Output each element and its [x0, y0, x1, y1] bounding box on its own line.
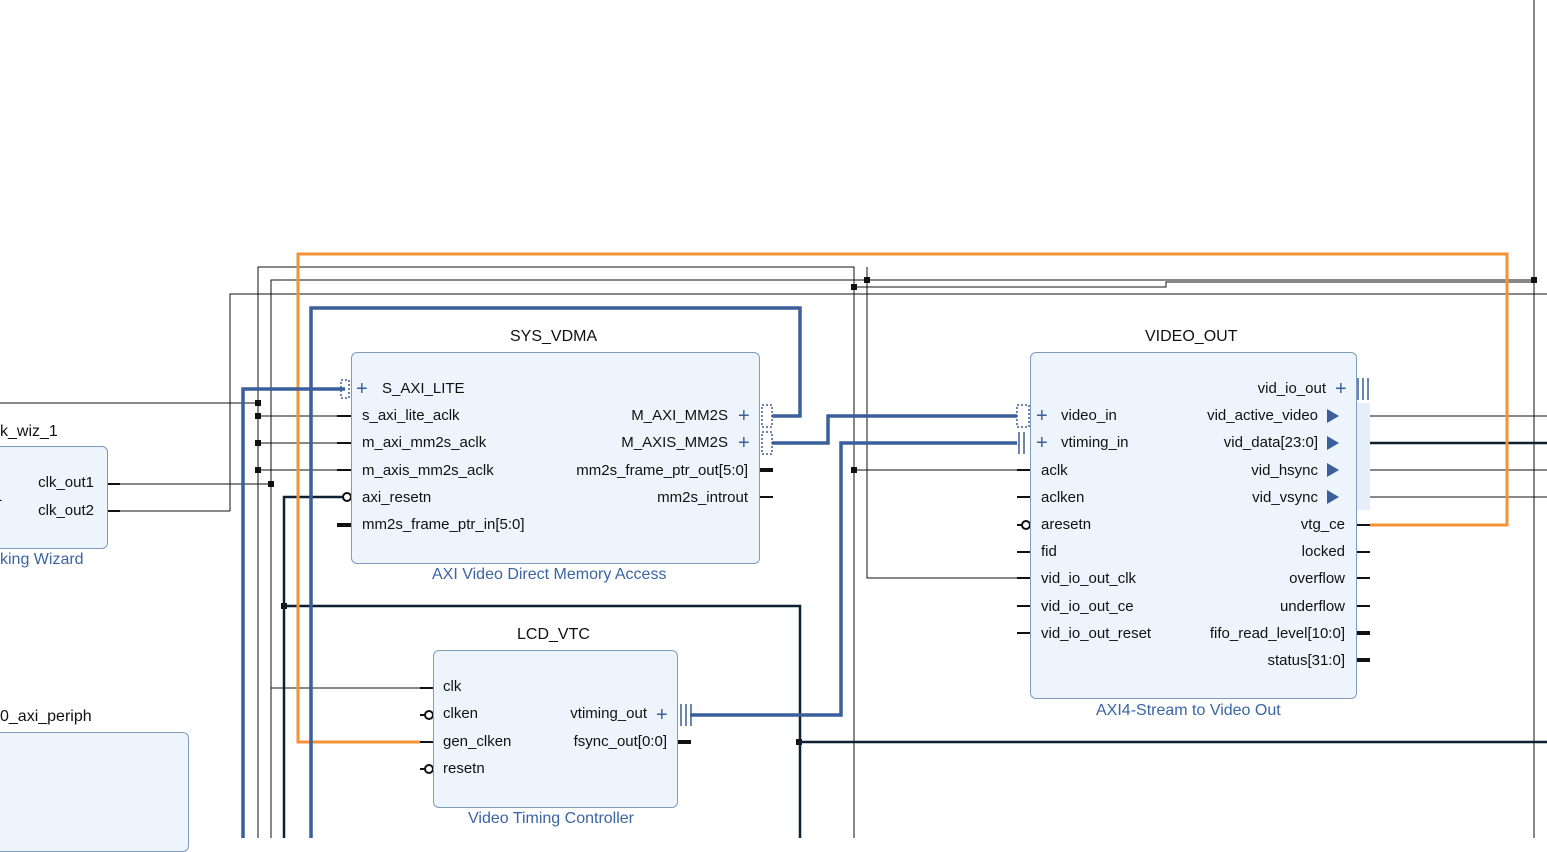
output-arrow-icon — [1327, 436, 1339, 450]
video-out-pin-fifo-read-level[interactable]: fifo_read_level[10:0] — [1209, 625, 1345, 642]
video-out-title: VIDEO_OUT — [1145, 328, 1238, 345]
sys-vdma-block[interactable] — [351, 352, 760, 564]
clk-wiz-partial-pin: 1 — [0, 488, 2, 506]
video-out-pin-overflow[interactable]: overflow — [1289, 570, 1345, 587]
sys-vdma-pin-s-axi-lite[interactable]: S_AXI_LITE — [382, 380, 465, 397]
video-out-pin-status[interactable]: status[31:0] — [1267, 652, 1345, 669]
lcd-vtc-pin-clken[interactable]: clken — [443, 705, 479, 722]
sys-vdma-pin-s-axi-lite-aclk[interactable]: s_axi_lite_aclk — [362, 407, 460, 424]
video-out-pin-vid-vsync[interactable]: vid_vsync — [1252, 489, 1318, 506]
lcd-vtc-pin-gen-clken[interactable]: gen_clken — [443, 733, 512, 750]
plus-icon[interactable]: + — [1036, 432, 1048, 454]
plus-icon[interactable]: + — [738, 432, 750, 454]
clk-wiz-subtitle: king Wizard — [0, 551, 84, 568]
axi-periph-title: 0_axi_periph — [0, 708, 92, 725]
video-out-pin-vid-io-out-reset[interactable]: vid_io_out_reset — [1041, 625, 1152, 642]
lcd-vtc-title: LCD_VTC — [517, 626, 590, 643]
video-out-pin-vid-hsync[interactable]: vid_hsync — [1251, 462, 1318, 479]
video-out-pin-vid-io-out[interactable]: vid_io_out — [1257, 380, 1326, 397]
sys-vdma-subtitle: AXI Video Direct Memory Access — [432, 566, 667, 583]
sys-vdma-pin-m-axi-mm2s-aclk[interactable]: m_axi_mm2s_aclk — [362, 434, 487, 451]
video-out-pin-locked[interactable]: locked — [1301, 543, 1345, 560]
lcd-vtc-subtitle: Video Timing Controller — [468, 810, 635, 827]
video-out-block[interactable] — [1030, 352, 1357, 699]
plus-icon[interactable]: + — [1335, 378, 1347, 400]
clk-wiz-pin-clk-out1[interactable]: clk_out1 — [38, 474, 94, 491]
video-out-pin-aclken[interactable]: aclken — [1041, 489, 1085, 506]
plus-icon[interactable]: + — [1036, 405, 1048, 427]
sys-vdma-pin-m-axis-mm2s[interactable]: M_AXIS_MM2S — [621, 434, 728, 451]
axi-periph-block[interactable] — [0, 732, 189, 852]
video-out-interface-highlight — [1357, 403, 1370, 510]
negated-pin-leads — [420, 524, 1022, 770]
clk-wiz-title: k_wiz_1 — [0, 423, 58, 440]
lcd-vtc-block[interactable] — [433, 650, 678, 808]
lcd-vtc-pin-clk[interactable]: clk — [443, 678, 462, 695]
lcd-vtc-pin-resetn[interactable]: resetn — [443, 760, 485, 777]
sys-vdma-pin-m-axis-mm2s-aclk[interactable]: m_axis_mm2s_aclk — [362, 462, 494, 479]
video-out-pin-vid-data[interactable]: vid_data[23:0] — [1223, 434, 1318, 451]
video-out-pin-vid-io-out-clk[interactable]: vid_io_out_clk — [1041, 570, 1137, 587]
bus-nets[interactable] — [282, 441, 1547, 838]
clk-wiz-pin-clk-out2[interactable]: clk_out2 — [38, 502, 94, 519]
sys-vdma-pin-mm2s-frame-ptr-in[interactable]: mm2s_frame_ptr_in[5:0] — [362, 516, 525, 533]
video-out-pin-fid[interactable]: fid — [1041, 543, 1057, 560]
plus-icon[interactable]: + — [356, 378, 368, 400]
sys-vdma-pin-mm2s-frame-ptr-out[interactable]: mm2s_frame_ptr_out[5:0] — [576, 462, 748, 479]
sys-vdma-pin-axi-resetn[interactable]: axi_resetn — [362, 489, 432, 506]
sys-vdma-title: SYS_VDMA — [510, 328, 598, 345]
video-out-pin-aclk[interactable]: aclk — [1041, 462, 1068, 479]
video-out-pin-aresetn[interactable]: aresetn — [1041, 516, 1092, 533]
sys-vdma-pin-m-axi-mm2s[interactable]: M_AXI_MM2S — [631, 407, 728, 424]
interface-nets[interactable] — [241, 306, 1017, 838]
video-out-pin-underflow[interactable]: underflow — [1279, 598, 1345, 615]
video-out-subtitle: AXI4-Stream to Video Out — [1096, 702, 1281, 719]
lcd-vtc-pin-fsync-out[interactable]: fsync_out[0:0] — [573, 733, 667, 750]
output-arrow-icon — [1327, 490, 1339, 504]
vtg-ce-net[interactable] — [296, 252, 1509, 744]
plus-icon[interactable]: + — [656, 704, 668, 726]
video-out-pin-video-in[interactable]: video_in — [1061, 407, 1117, 424]
video-out-pin-vid-active-video[interactable]: vid_active_video — [1207, 407, 1318, 424]
video-out-pin-vtg-ce[interactable]: vtg_ce — [1300, 516, 1345, 533]
lcd-vtc-pin-vtiming-out[interactable]: vtiming_out — [570, 705, 647, 722]
video-out-pin-vtiming-in[interactable]: vtiming_in — [1061, 434, 1129, 451]
output-arrow-icon — [1327, 463, 1339, 477]
video-out-pin-vid-io-out-ce[interactable]: vid_io_out_ce — [1041, 598, 1134, 615]
interface-port-markers — [340, 378, 1369, 726]
output-arrow-icon — [1327, 409, 1339, 423]
plus-icon[interactable]: + — [738, 405, 750, 427]
sys-vdma-pin-mm2s-introut[interactable]: mm2s_introut — [657, 489, 748, 506]
clk-wiz-block[interactable] — [0, 446, 108, 549]
